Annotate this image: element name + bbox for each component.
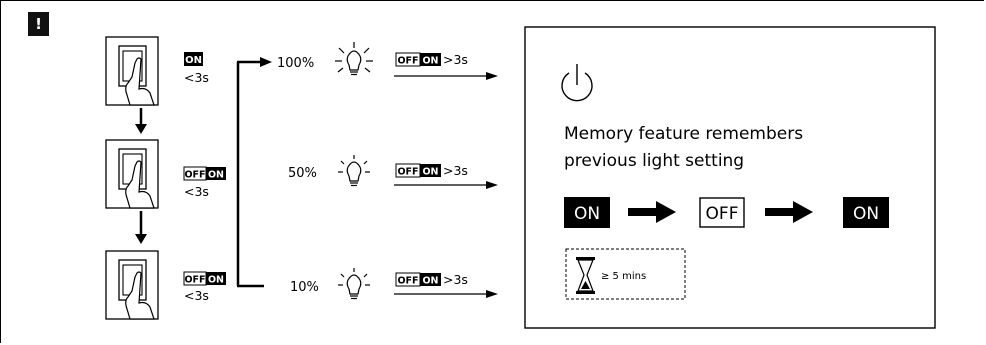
memory-arrow-2 bbox=[765, 201, 813, 223]
level-10-label: 10% bbox=[290, 280, 319, 295]
switch-1-on-badge bbox=[184, 52, 203, 66]
level-100-label: 100% bbox=[277, 56, 314, 71]
wall-switch-icon-3 bbox=[105, 250, 159, 320]
alert-mark: ! bbox=[28, 12, 49, 36]
level-100-hold: OFF ON >3s bbox=[394, 52, 498, 80]
down-arrow-1 bbox=[135, 108, 147, 134]
power-icon bbox=[561, 64, 593, 102]
switch-2-off-text: OFF bbox=[184, 170, 205, 181]
down-arrow-2 bbox=[135, 211, 147, 244]
level-50-time: >3s bbox=[443, 163, 468, 178]
memory-on-text-2: ON bbox=[853, 204, 879, 224]
level-10-off: OFF bbox=[397, 276, 418, 287]
hourglass-icon bbox=[576, 257, 595, 294]
level-50-on: ON bbox=[422, 167, 438, 178]
level-100-on: ON bbox=[422, 56, 438, 67]
switch-3-on-badge bbox=[206, 272, 226, 285]
timer-box bbox=[565, 248, 686, 300]
switch-2-time: <3s bbox=[184, 184, 209, 199]
memory-line-2: previous light setting bbox=[564, 151, 744, 171]
bulb-medium-icon bbox=[337, 154, 371, 187]
level-bracket bbox=[236, 57, 272, 288]
level-100-time: >3s bbox=[443, 52, 468, 67]
memory-on-box-1 bbox=[564, 197, 610, 228]
level-50-hold: OFF ON >3s bbox=[394, 163, 498, 189]
level-50-label: 50% bbox=[288, 166, 317, 181]
level-50-off: OFF bbox=[397, 167, 418, 178]
memory-off-text: OFF bbox=[706, 204, 739, 224]
switch-3-on-text: ON bbox=[208, 275, 224, 286]
switch-3-off-text: OFF bbox=[184, 275, 205, 286]
switch-3-time: <3s bbox=[184, 288, 209, 303]
memory-on-text-1: ON bbox=[574, 204, 600, 224]
switch-2-on-badge bbox=[206, 167, 226, 180]
bulb-bright-icon bbox=[334, 41, 374, 76]
level-10-time: >3s bbox=[443, 272, 468, 287]
level-10-hold: OFF ON >3s bbox=[394, 272, 498, 298]
switch-2-on-text: ON bbox=[208, 170, 224, 181]
level-10-on: ON bbox=[422, 276, 438, 287]
wall-switch-icon-2 bbox=[105, 139, 159, 209]
timer-label: ≥ 5 mins bbox=[601, 271, 646, 282]
switch-1-time: <3s bbox=[184, 70, 209, 85]
memory-arrow-1 bbox=[628, 201, 676, 223]
bulb-dim-icon bbox=[337, 267, 371, 300]
wall-switch-icon-1 bbox=[105, 36, 159, 106]
memory-on-box-2 bbox=[843, 197, 889, 228]
switch-1-on-text: ON bbox=[185, 55, 202, 66]
memory-off-box bbox=[699, 197, 745, 228]
memory-line-1: Memory feature remembers bbox=[564, 124, 803, 144]
memory-panel bbox=[524, 26, 936, 329]
level-100-off: OFF bbox=[397, 56, 418, 67]
